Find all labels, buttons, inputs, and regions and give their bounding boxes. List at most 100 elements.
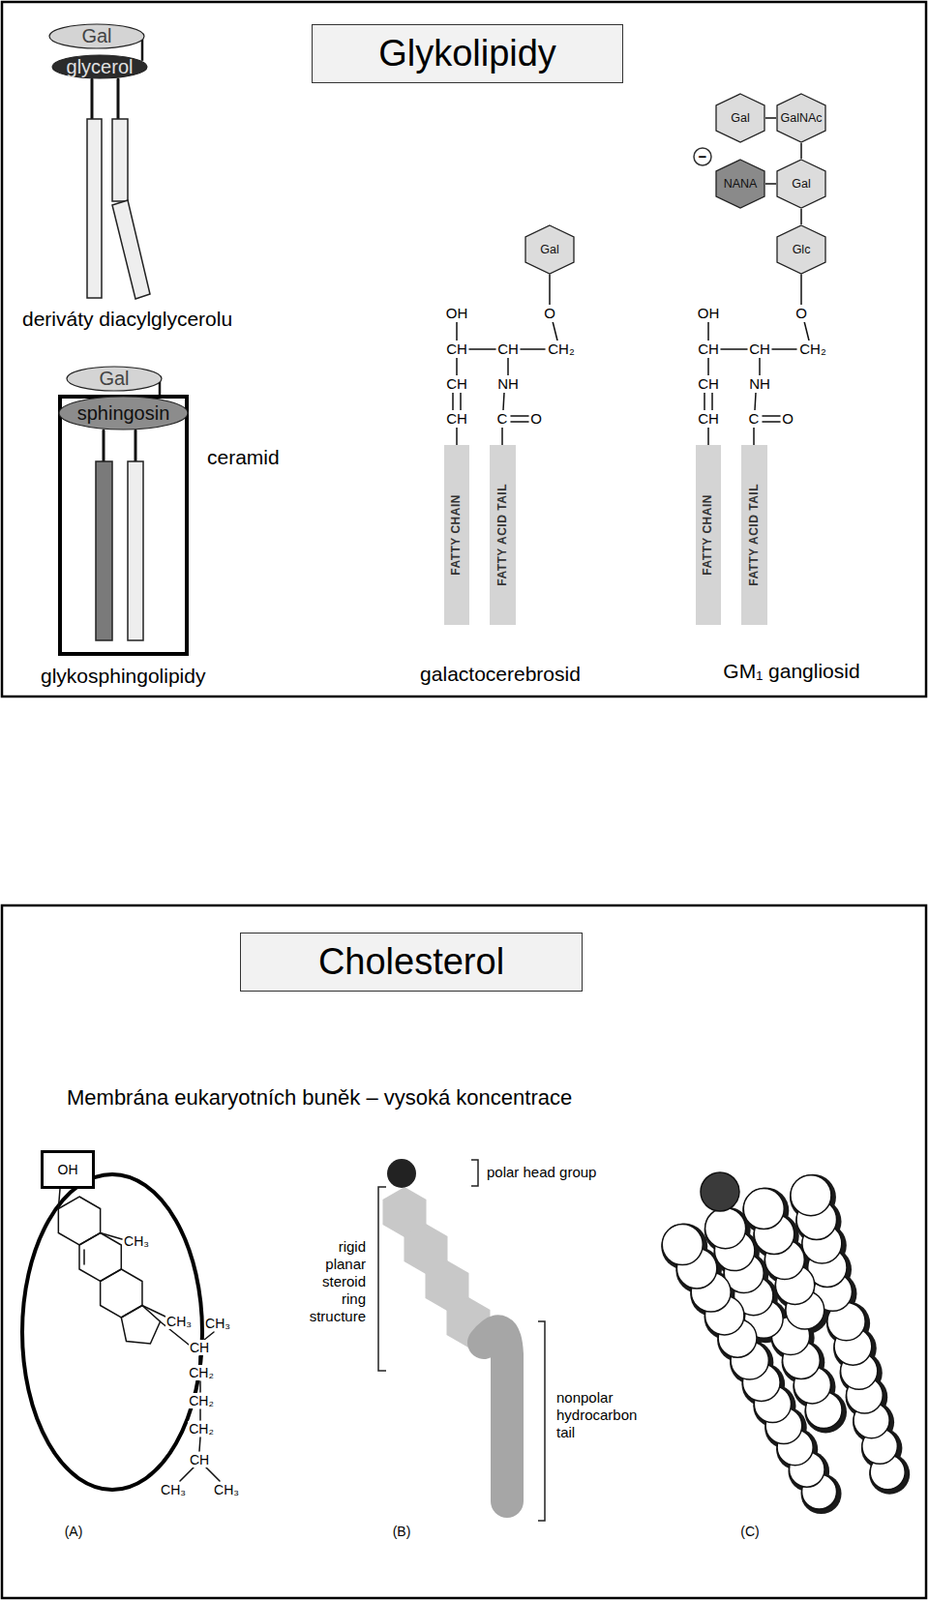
chem-label: CH₃ (122, 1233, 150, 1251)
bond-line (455, 427, 458, 446)
chem-label: CH (188, 1340, 210, 1357)
callout-text: polar head group (486, 1164, 597, 1182)
bond-line (451, 392, 454, 411)
chem-label: CH (445, 410, 469, 428)
fatty-acid-kink (112, 200, 150, 300)
bond-line (455, 358, 458, 376)
hexagon-shape (777, 225, 826, 274)
chain-band: FATTY CHAIN (695, 445, 721, 626)
chem-label: CH (445, 375, 469, 393)
chem-label: CH₂ (546, 340, 576, 359)
hexagon-shape (716, 159, 765, 209)
bond-line (469, 348, 496, 351)
chem-label: CH₃ (165, 1314, 193, 1331)
fatty-acid-tail (127, 461, 144, 641)
molecule-ellipse: Gal (48, 23, 146, 50)
figure-caption: deriváty diacylglycerolu (22, 306, 233, 331)
chem-label: O (529, 410, 543, 428)
bond-line (711, 392, 714, 411)
bond-connector (765, 117, 777, 120)
atom-sphere (743, 1189, 784, 1230)
steroid-ring (79, 1233, 121, 1283)
bond-line (720, 348, 748, 351)
hexagon-shape (525, 225, 574, 274)
ceramide-frame: ceramidsphingosin (58, 394, 189, 657)
chain-band: FATTY ACID TAIL (489, 445, 516, 626)
chem-label: CH (696, 410, 720, 428)
bond-line (752, 427, 755, 446)
bond-line (179, 1468, 194, 1482)
chem-label: CH₂ (187, 1421, 215, 1439)
bond-line (762, 420, 780, 423)
chem-label: NH (496, 375, 520, 393)
steroid-outline (22, 1174, 203, 1491)
hexagon-shape (777, 159, 826, 209)
steroid-ring (58, 1197, 100, 1246)
callout-text: nonpolar hydrocarbon tail (556, 1389, 646, 1442)
hydroxyl-box: OH (40, 1150, 95, 1190)
chain-band: FATTY ACID TAIL (741, 445, 768, 626)
bond-line (510, 415, 529, 418)
panel-border (1, 905, 927, 1599)
sugar-hexagon: Gal (715, 92, 766, 144)
bracket (378, 1187, 387, 1372)
node-label: GalNAc (779, 111, 822, 125)
chem-label: CH (748, 340, 772, 359)
methyl-bond (142, 1306, 166, 1319)
sphingosin-link (134, 430, 138, 462)
bracket (538, 1321, 545, 1522)
bond-line (552, 321, 558, 341)
chain-label: FATTY CHAIN (449, 494, 464, 576)
sugar-hexagon: Gal (524, 224, 575, 275)
panel-letter: (A) (64, 1524, 84, 1541)
bond-line (707, 358, 710, 376)
chem-label: O (542, 304, 557, 323)
bond-line (754, 392, 756, 411)
ellipse-shape (52, 55, 148, 79)
figure-caption: GM₁ gangliosid (722, 659, 860, 684)
sugar-hexagon: NANA (715, 158, 766, 210)
chem-label: CH (696, 375, 720, 393)
hexagon-shape (716, 93, 765, 143)
bond-line (455, 321, 458, 341)
node-label: Gal (791, 177, 810, 191)
chem-label: CH₃ (159, 1482, 187, 1499)
chain-label: FATTY ACID TAIL (496, 483, 510, 587)
chem-label: CH₃ (204, 1316, 232, 1333)
charge-circle (693, 148, 712, 166)
hexagon-shape (777, 93, 826, 143)
bond-line (548, 274, 551, 305)
molecule-ellipse: Gal (65, 365, 163, 392)
bond-line (507, 358, 510, 376)
chem-label: O (780, 410, 795, 428)
bond-line (707, 427, 710, 446)
sphingosin-link (102, 430, 106, 462)
hydrocarbon-tail (483, 1331, 508, 1502)
chem-label: NH (748, 375, 772, 393)
methyl-bond (100, 1233, 122, 1241)
chem-label: CH₃ (212, 1482, 240, 1499)
chem-label: CH (188, 1452, 210, 1469)
chain-label: FATTY CHAIN (701, 494, 716, 576)
title-box: Cholesterol (239, 932, 583, 992)
note-text: Membrána eukaryotních buněk – vysoká kon… (66, 1085, 572, 1111)
node-label: Gal (81, 25, 112, 48)
chem-label: OH (445, 304, 470, 323)
atom-sphere (705, 1208, 747, 1250)
glycerol-link (117, 79, 120, 120)
chem-label: OH (696, 304, 721, 323)
chem-label: C (496, 410, 510, 428)
polar-head (387, 1159, 417, 1189)
oxygen-sphere (700, 1172, 740, 1212)
bond-line (800, 274, 803, 305)
steroid-ring (100, 1269, 143, 1319)
panel-letter: (C) (740, 1524, 759, 1541)
callout-text: rigid planar steroid ring structure (294, 1238, 366, 1326)
node-label: sphingosin (77, 402, 171, 425)
chem-label: O (794, 304, 809, 323)
chain-band: FATTY CHAIN (444, 445, 470, 626)
fatty-acid-tail (112, 119, 128, 202)
chem-label: CH₂ (187, 1365, 215, 1382)
bond-line (503, 392, 505, 411)
